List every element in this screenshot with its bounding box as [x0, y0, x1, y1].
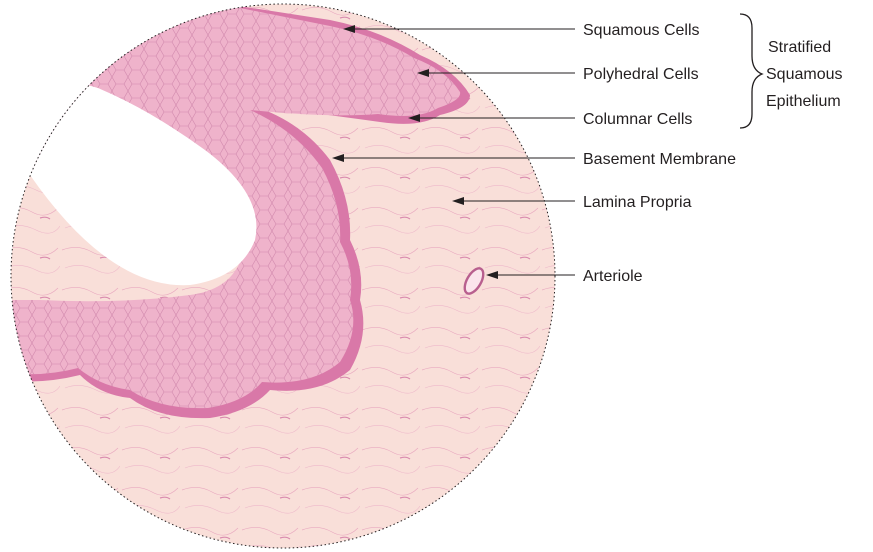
labels: Squamous Cells Polyhedral Cells Columnar…	[583, 22, 736, 285]
label-basement-membrane: Basement Membrane	[583, 151, 736, 168]
label-arteriole: Arteriole	[583, 268, 643, 285]
group-label-line-3: Epithelium	[766, 93, 841, 110]
group-label-line-2: Squamous	[766, 66, 843, 83]
label-squamous-cells: Squamous Cells	[583, 22, 700, 39]
grouping-brace	[740, 14, 762, 128]
label-columnar-cells: Columnar Cells	[583, 111, 692, 128]
label-lamina-propria: Lamina Propria	[583, 194, 692, 211]
group-label: Stratified Squamous Epithelium	[766, 39, 843, 110]
group-label-line-1: Stratified	[768, 39, 831, 56]
label-polyhedral-cells: Polyhedral Cells	[583, 66, 699, 83]
